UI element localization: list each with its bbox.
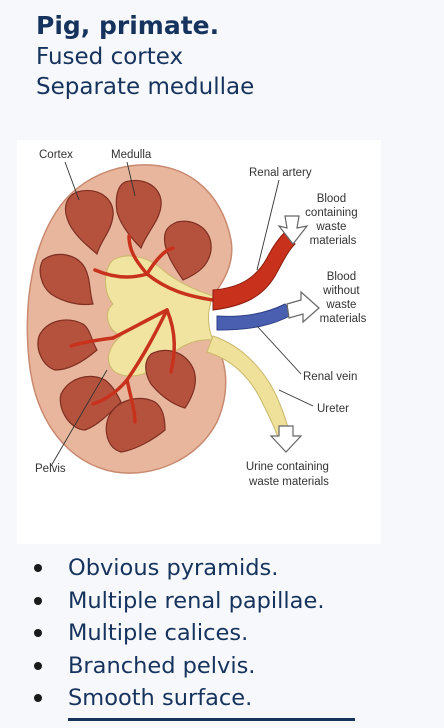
arrow-icon [269, 425, 303, 453]
label-ureter: Ureter [317, 403, 349, 415]
list-item: Multiple renal papillae. [30, 585, 324, 618]
label-blood-waste-4: materials [310, 235, 357, 247]
bullet-icon [34, 661, 42, 670]
label-blood-clean: Blood without waste materials [320, 271, 367, 325]
label-cortex: Cortex [39, 149, 73, 161]
label-blood-waste-2: containing [305, 207, 357, 219]
label-blood-clean-3: waste [325, 299, 356, 311]
label-renal-artery: Renal artery [249, 167, 312, 179]
medulla-pyramid [37, 319, 98, 371]
label-blood-clean-4: materials [320, 313, 367, 325]
label-urine-2: waste materials [248, 476, 329, 488]
kidney-diagram: Cortex Medulla Renal artery Blood contai… [17, 140, 381, 544]
list-item: Branched pelvis. [30, 650, 324, 683]
label-medulla: Medulla [111, 149, 152, 161]
title-block: Pig, primate. Fused cortex Separate medu… [36, 10, 254, 102]
label-blood-clean-1: Blood [327, 271, 356, 283]
renal-vein [216, 303, 294, 331]
medulla-pyramid [59, 375, 122, 431]
label-blood-waste-3: waste [315, 221, 346, 233]
medulla-pyramid [39, 253, 94, 306]
list-item-text: Smooth surface. [68, 685, 253, 711]
label-pelvis: Pelvis [35, 463, 66, 475]
medulla-pyramid [105, 397, 166, 453]
renal-artery [212, 231, 296, 311]
divider [68, 718, 355, 721]
bullet-icon [34, 564, 42, 573]
bullet-icon [34, 596, 42, 605]
list-item-text: Branched pelvis. [68, 652, 256, 679]
subtitle-line-1: Fused cortex [36, 44, 184, 70]
medulla-pyramid [115, 179, 162, 250]
kidney-illustration: Cortex Medulla Renal artery Blood contai… [26, 149, 367, 488]
medulla-pyramid [163, 220, 212, 281]
list-item: Multiple calices. [30, 617, 324, 650]
medulla-pyramid [64, 189, 114, 256]
list-item-text: Multiple calices. [68, 620, 249, 646]
label-blood-waste: Blood containing waste materials [305, 193, 361, 247]
label-blood-clean-2: without [322, 285, 360, 297]
page-title: Pig, primate. [36, 11, 220, 40]
label-urine-1: Urine containing [246, 461, 329, 473]
label-blood-waste-1: Blood [317, 193, 346, 205]
subtitle-line-2: Separate medullae [36, 74, 255, 100]
list-item: Smooth surface. [30, 682, 324, 715]
feature-list: Obvious pyramids. Multiple renal papilla… [30, 552, 324, 715]
arrow-icon [286, 290, 320, 324]
medulla-pyramid [145, 349, 197, 409]
bullet-icon [34, 694, 42, 703]
label-urine: Urine containing waste materials [246, 461, 332, 488]
arrow-icon [277, 215, 309, 245]
label-renal-vein: Renal vein [303, 371, 357, 383]
list-item: Obvious pyramids. [30, 552, 324, 585]
list-item-text: Obvious pyramids. [68, 555, 279, 581]
list-item-text: Multiple renal papillae. [68, 587, 325, 614]
bullet-icon [34, 629, 42, 638]
